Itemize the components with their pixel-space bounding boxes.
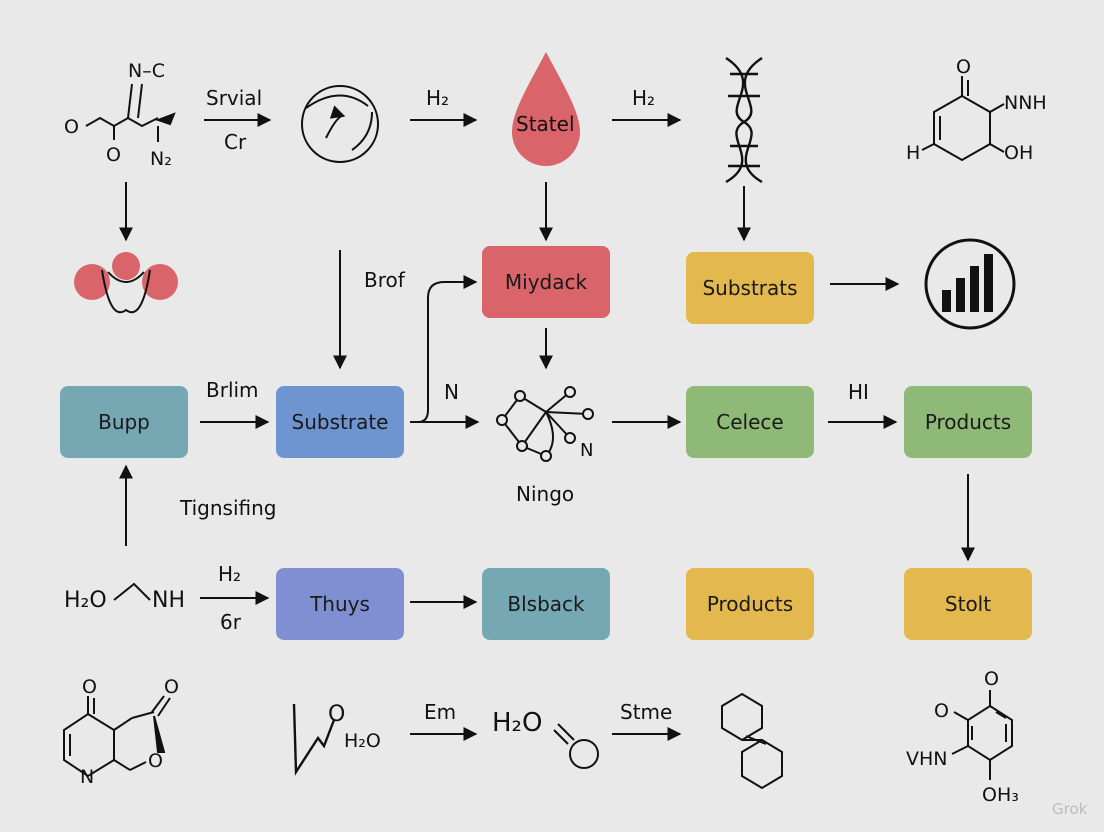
chem-o-left: O bbox=[64, 116, 79, 138]
network-icon bbox=[496, 386, 594, 462]
chem-oh3: OH₃ bbox=[982, 784, 1019, 806]
box-stolt: Stolt bbox=[904, 568, 1032, 640]
box-celece: Celece bbox=[686, 386, 814, 458]
chem-nh-left: NH bbox=[152, 588, 185, 613]
chem-o-br-top: O bbox=[984, 668, 999, 690]
label-hi: HI bbox=[848, 380, 869, 404]
droplet-icon bbox=[512, 52, 580, 166]
molecule-bicyclohexylidene bbox=[721, 692, 783, 790]
box-miydack: Miydack bbox=[482, 246, 610, 318]
chem-oh-phenol: OH bbox=[1004, 142, 1034, 164]
label-brof: Brof bbox=[364, 268, 405, 292]
blob-molecule bbox=[74, 252, 178, 313]
chem-n-pyridine: N bbox=[80, 766, 95, 788]
label-h2-top-2: H₂ bbox=[632, 86, 656, 110]
chem-o-pyridine-2: O bbox=[164, 676, 179, 698]
dna-icon bbox=[725, 56, 763, 184]
chem-o-br-left: O bbox=[934, 700, 949, 722]
label-em: Em bbox=[424, 700, 457, 724]
bar-chart-icon bbox=[924, 238, 1016, 330]
label-n-mid: N bbox=[444, 380, 459, 404]
label-h2-bottom: H₂ bbox=[218, 562, 242, 586]
chem-vhn: VHN bbox=[906, 748, 948, 770]
box-blsback: Blsback bbox=[482, 568, 610, 640]
chem-h-phenol: H bbox=[906, 142, 921, 164]
chem-o-pyridine-3: O bbox=[148, 750, 163, 772]
label-brlim: Brlim bbox=[206, 378, 259, 402]
molecule-bottom-right bbox=[951, 690, 1013, 780]
chem-n2: N₂ bbox=[150, 148, 172, 170]
chem-h2o-left: H₂O bbox=[64, 588, 107, 613]
cycle-icon bbox=[301, 85, 379, 163]
molecule-top-left bbox=[85, 83, 176, 142]
label-srvial: Srvial bbox=[206, 86, 263, 110]
box-bupp: Bupp bbox=[60, 386, 188, 458]
label-cr: Cr bbox=[224, 130, 247, 154]
chem-o-pyridine: O bbox=[82, 676, 97, 698]
box-substrats: Substrats bbox=[686, 252, 814, 324]
chem-o-zigzag: O bbox=[328, 702, 346, 727]
chem-h2o-big: H₂O bbox=[492, 708, 543, 738]
chem-nnh: NNH bbox=[1004, 92, 1047, 114]
label-ningo: Ningo bbox=[516, 482, 575, 506]
label-6r: 6r bbox=[220, 610, 241, 634]
box-substrate: Substrate bbox=[276, 386, 404, 458]
chem-nc: N–C bbox=[128, 60, 165, 82]
box-thuys: Thuys bbox=[276, 568, 404, 640]
label-h2-top-1: H₂ bbox=[426, 86, 450, 110]
chem-h2o-zigzag: H₂O bbox=[344, 730, 381, 752]
watermark: Grok bbox=[1052, 800, 1088, 818]
box-products-green: Products bbox=[904, 386, 1032, 458]
molecule-bottom-left bbox=[63, 695, 171, 778]
label-stme: Stme bbox=[620, 700, 673, 724]
label-n-node: N bbox=[580, 440, 594, 461]
molecule-h2o-nh bbox=[113, 582, 151, 601]
chem-o-bottom: O bbox=[106, 144, 121, 166]
label-statel: Statel bbox=[516, 112, 575, 136]
molecule-zigzag bbox=[292, 703, 336, 776]
molecule-top-right bbox=[921, 76, 1005, 162]
box-products-yellow: Products bbox=[686, 568, 814, 640]
molecule-h2o-ring bbox=[553, 723, 599, 769]
chem-o-phenol: O bbox=[956, 56, 971, 78]
arrow-substrate-miydack bbox=[410, 275, 478, 423]
label-tignsifing: Tignsifing bbox=[180, 496, 277, 520]
